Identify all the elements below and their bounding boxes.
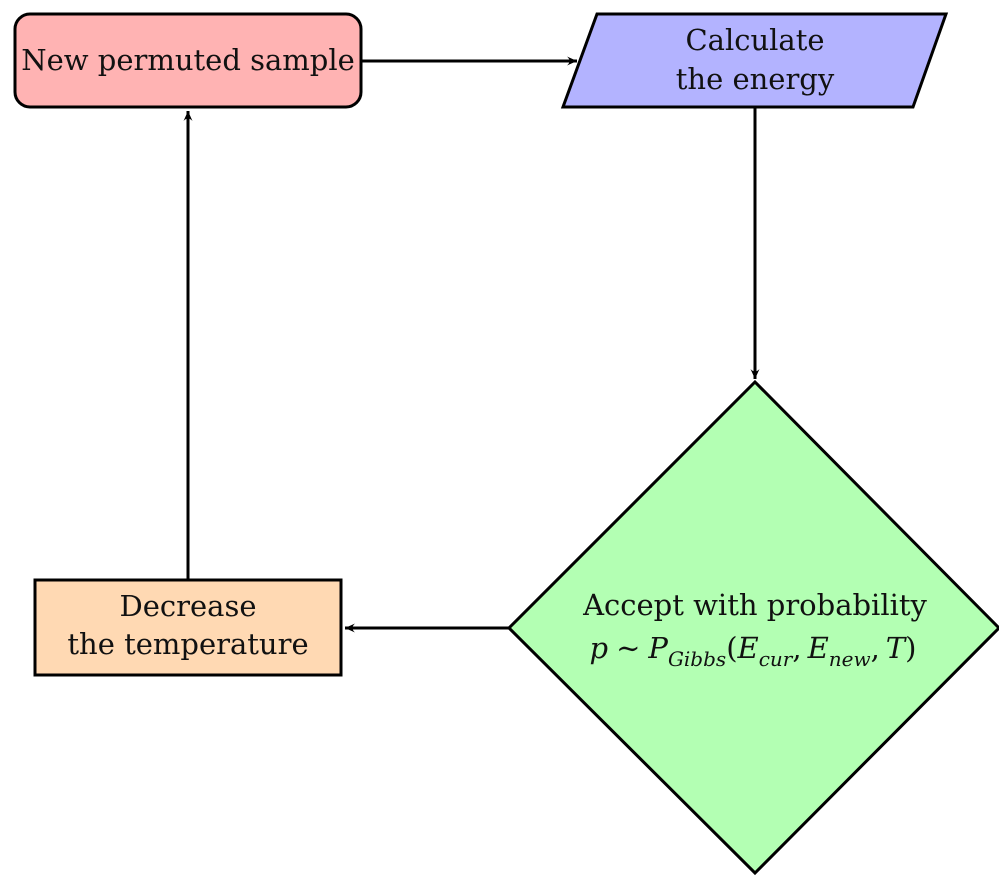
formula-comma-1: , — [792, 631, 801, 665]
node-label-line-1: Decrease — [119, 589, 256, 623]
node-label-line-1: Calculate — [685, 23, 824, 57]
formula-E-new: E — [807, 631, 829, 665]
formula-comma-2: , — [871, 631, 880, 665]
node-label-line-2: the energy — [676, 62, 835, 96]
node-new-permuted-sample: New permuted sample — [13, 12, 363, 109]
node-label-line-2: the temperature — [67, 627, 308, 661]
node-calculate-energy: Calculate the energy — [560, 12, 949, 109]
node-shape — [560, 12, 949, 109]
formula-P-sub: Gibbs — [668, 647, 726, 671]
node-shape — [506, 379, 999, 876]
edges — [183, 56, 760, 633]
formula-sim: ∼ — [616, 631, 640, 665]
node-shape — [33, 578, 343, 677]
formula-p: p — [590, 631, 609, 665]
formula-E-cur-sub: cur — [759, 647, 794, 671]
node-shape — [13, 12, 363, 109]
formula-P: P — [647, 631, 668, 665]
formula-close-paren: ) — [905, 631, 916, 665]
node-label-line-1: Accept with probability — [582, 588, 927, 622]
formula-E-new-sub: new — [829, 647, 871, 671]
node-decrease-temperature: Decrease the temperature — [33, 578, 343, 677]
formula-E-cur: E — [737, 631, 759, 665]
node-accept-decision: Accept with probability p∼PGibbs(Ecur,En… — [506, 379, 999, 876]
gibbs-probability-formula: p∼PGibbs(Ecur,Enew,T) — [590, 631, 917, 671]
node-label: New permuted sample — [21, 43, 355, 77]
formula-T: T — [886, 631, 908, 665]
formula-open-paren: ( — [726, 631, 737, 665]
